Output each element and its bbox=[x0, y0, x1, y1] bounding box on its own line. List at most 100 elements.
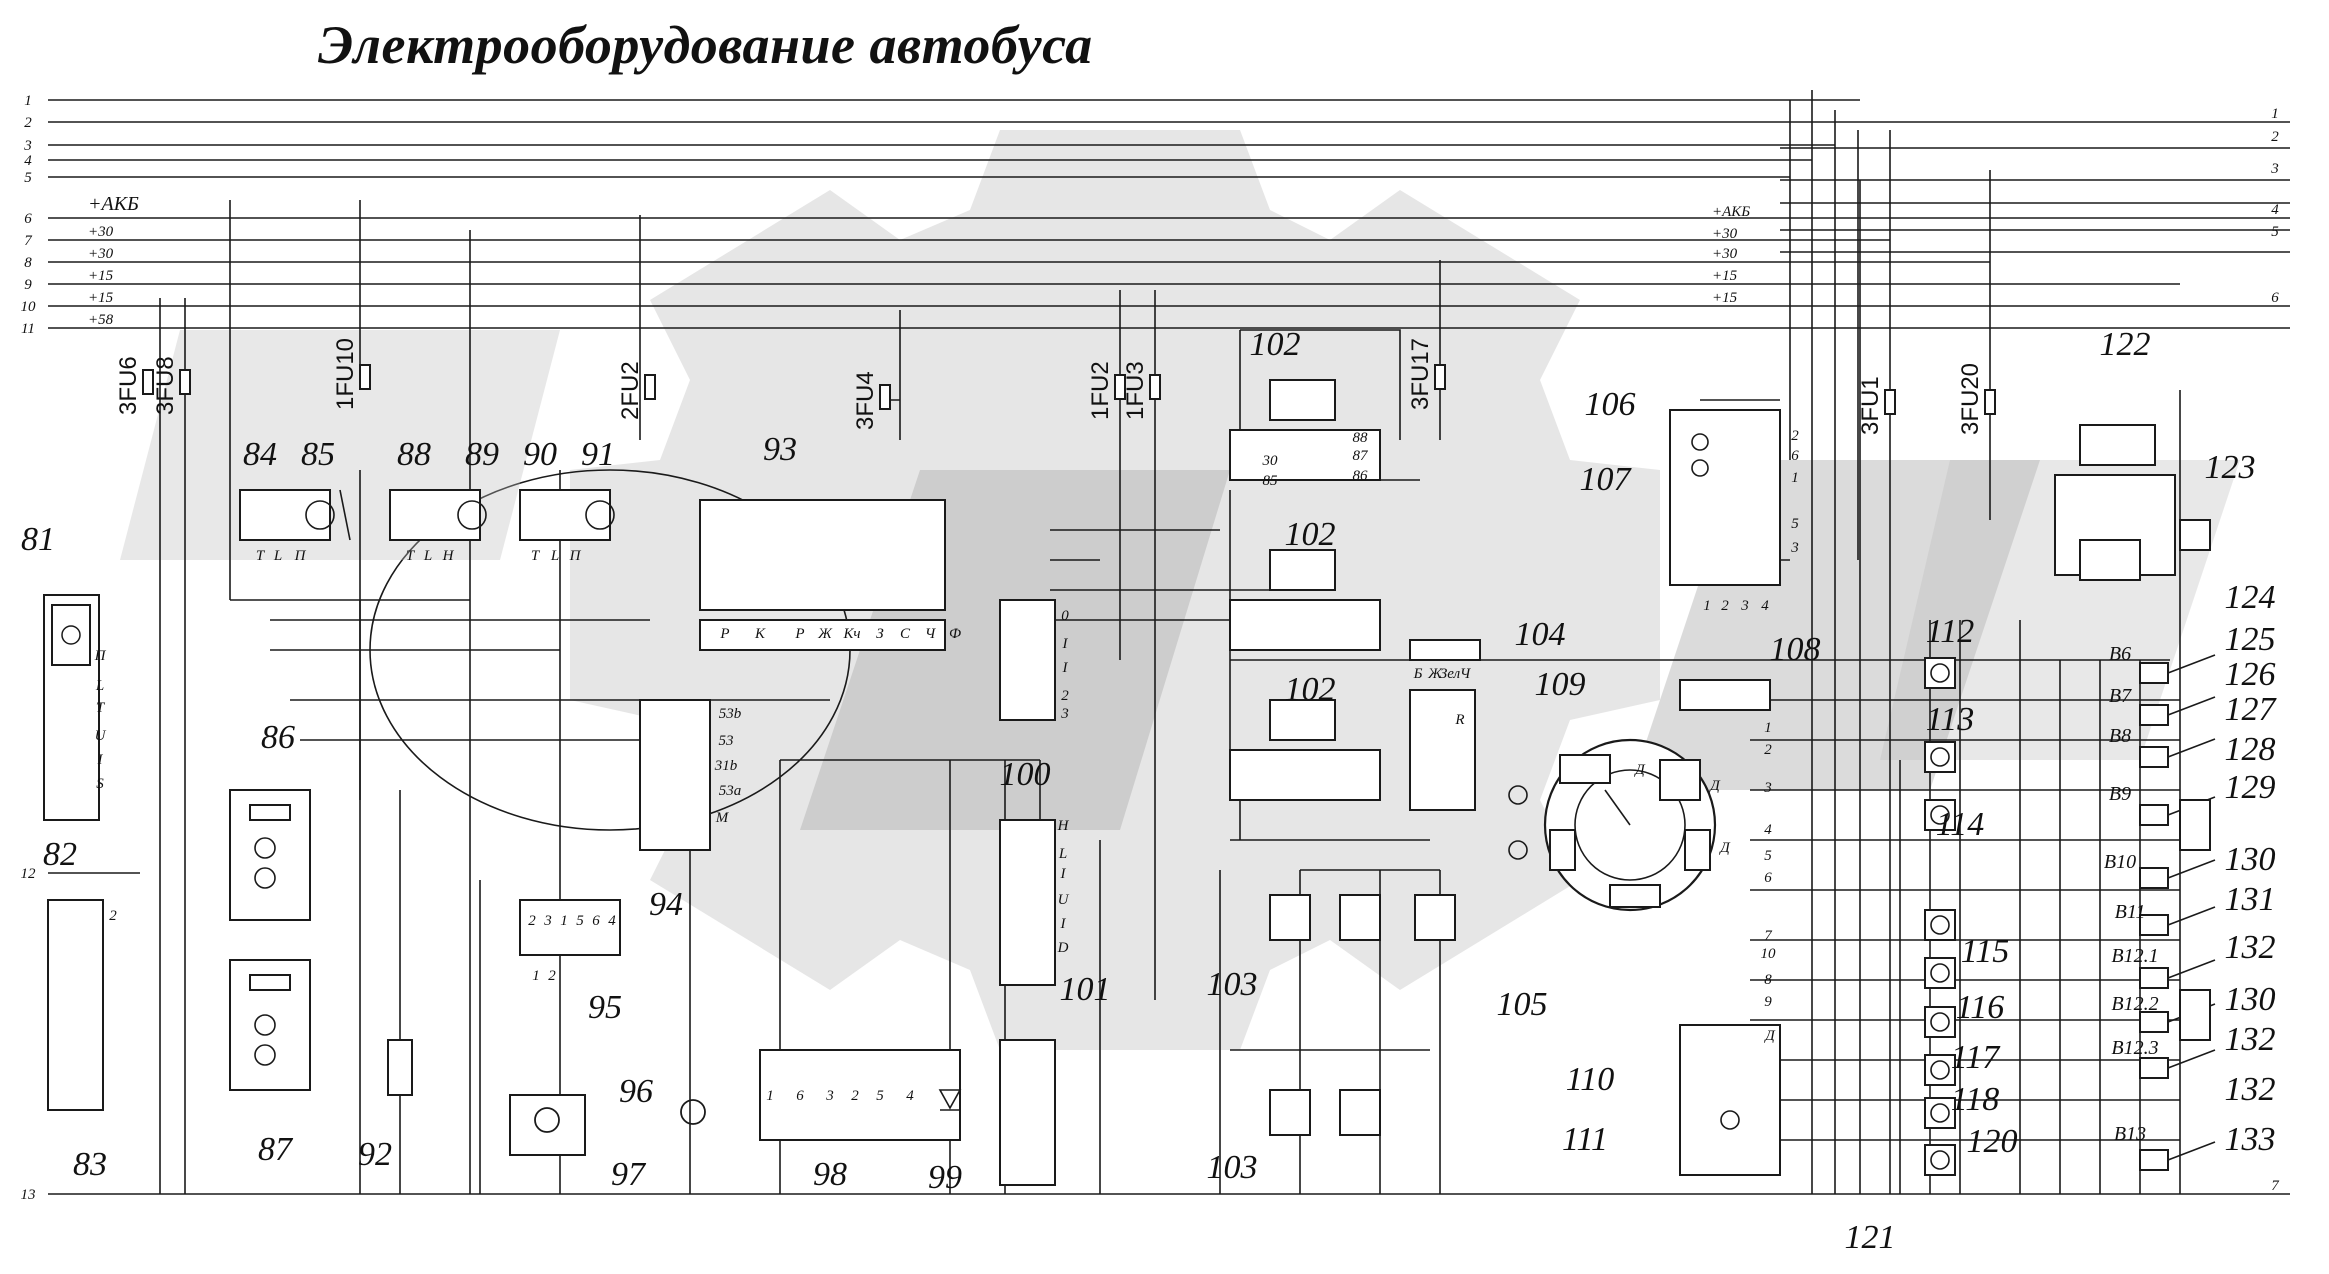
component-94 bbox=[639, 699, 711, 851]
pin-c100: I bbox=[1062, 660, 1069, 676]
sensor-lead bbox=[2167, 959, 2216, 979]
bus-label: +58 bbox=[88, 312, 114, 328]
lamp-box bbox=[1924, 799, 1956, 831]
sensor-lead bbox=[2167, 654, 2216, 674]
component-number: 86 bbox=[261, 719, 295, 756]
component-number: 102 bbox=[1250, 326, 1301, 363]
pin-c98: 4 bbox=[906, 1088, 914, 1104]
fuse-label: 1FU10 bbox=[332, 338, 359, 410]
component-number: 93 bbox=[763, 431, 797, 468]
component-number: 110 bbox=[1566, 1061, 1614, 1098]
bus-number-left: 1 bbox=[24, 93, 32, 109]
component-106-107 bbox=[1669, 409, 1781, 586]
pin-c102: 85 bbox=[1263, 473, 1279, 489]
pin-c109: 5 bbox=[1764, 848, 1772, 864]
component-number: 132 bbox=[2225, 929, 2276, 966]
pin-c109: 2 bbox=[1764, 742, 1772, 758]
fuse-symbol bbox=[879, 384, 891, 410]
lamp-icon bbox=[1930, 915, 1950, 935]
pin-c109: Д bbox=[1633, 762, 1646, 778]
bus-number-left: 2 bbox=[24, 115, 32, 131]
component-83 bbox=[47, 899, 104, 1111]
component-number: 85 bbox=[301, 436, 335, 473]
connector-label: В9 bbox=[2109, 783, 2131, 805]
pin-c100: I bbox=[1062, 636, 1069, 652]
component-number: 102 bbox=[1285, 671, 1336, 708]
bus-label: +15 bbox=[88, 268, 114, 284]
bus-label-mid: +30 bbox=[1712, 226, 1738, 242]
component-number: 81 bbox=[21, 521, 55, 558]
component-number: 98 bbox=[813, 1156, 847, 1193]
pin-c93: Ч bbox=[925, 626, 937, 642]
bus-label: +15 bbox=[88, 290, 114, 306]
bus-number-right: 1 bbox=[2271, 106, 2279, 122]
component-number: 126 bbox=[2225, 656, 2276, 693]
component-number: 92 bbox=[358, 1136, 392, 1173]
connector-label: В12.3 bbox=[2111, 1037, 2158, 1059]
connector-label: В10 bbox=[2104, 851, 2136, 873]
fuse-symbol bbox=[1984, 389, 1996, 415]
pin-c82: П bbox=[94, 648, 107, 664]
component-number: 112 bbox=[1926, 613, 1974, 650]
pin-c104: R bbox=[1454, 712, 1464, 728]
connector-label: В13 bbox=[2114, 1123, 2146, 1145]
lamp-box bbox=[1924, 657, 1956, 689]
pin-c94: 53b bbox=[719, 706, 742, 722]
component-number: 128 bbox=[2225, 731, 2276, 768]
component-105 bbox=[1508, 785, 1528, 860]
component-number: 101 bbox=[1060, 971, 1111, 1008]
bus-label-mid: +АКБ bbox=[1712, 204, 1750, 220]
pin-c109: 6 bbox=[1764, 870, 1772, 886]
pin-c109: 10 bbox=[1761, 946, 1777, 962]
pin-c93: Ж bbox=[817, 626, 833, 642]
component-number: 82 bbox=[43, 836, 77, 873]
diagram-title: Электрооборудование автобуса bbox=[318, 15, 1093, 75]
pin-c88: T bbox=[406, 548, 416, 564]
lamp-box bbox=[1924, 741, 1956, 773]
bus-lines bbox=[48, 99, 2290, 1195]
pin-c84: L bbox=[273, 548, 282, 564]
sensor-body bbox=[2139, 1057, 2169, 1079]
pin-c107: 2 bbox=[1791, 428, 1799, 444]
bus-number-left: 4 bbox=[24, 153, 32, 169]
pin-c88: L bbox=[423, 548, 432, 564]
bus-number-right: 3 bbox=[2270, 161, 2279, 177]
pin-c93: Р bbox=[794, 626, 804, 642]
component-98 bbox=[759, 1049, 961, 1141]
component-92 bbox=[387, 1039, 413, 1096]
fuse-label: 1FU3 bbox=[1122, 361, 1149, 420]
component-129 bbox=[2179, 799, 2211, 1041]
pin-c95: 6 bbox=[592, 913, 600, 929]
indicator-lamps bbox=[1924, 657, 1956, 1176]
component-number: 122 bbox=[2100, 326, 2151, 363]
bus-number-left: 5 bbox=[24, 170, 32, 186]
sensor-lead bbox=[2167, 906, 2216, 926]
component-number: 116 bbox=[1956, 989, 2004, 1026]
component-103 bbox=[1269, 894, 1456, 1136]
pin-c93: Кч bbox=[842, 626, 860, 642]
pin-c104: Ч bbox=[1460, 666, 1472, 682]
component-102 bbox=[1229, 379, 1381, 801]
component-108 bbox=[1679, 679, 1771, 711]
component-number: 111 bbox=[1562, 1121, 1608, 1158]
component-number: 125 bbox=[2225, 621, 2276, 658]
pin-c98: 5 bbox=[876, 1088, 884, 1104]
component-number: 95 bbox=[588, 989, 622, 1026]
component-number: 113 bbox=[1926, 701, 1974, 738]
component-number: 131 bbox=[2225, 881, 2276, 918]
sensor-lead bbox=[2167, 738, 2216, 758]
component-number: 104 bbox=[1515, 616, 1566, 653]
pin-c95: 4 bbox=[608, 913, 616, 929]
pin-c84: T bbox=[256, 548, 266, 564]
sensor-body bbox=[2139, 1149, 2169, 1171]
fuse-label: 3FU1 bbox=[1857, 376, 1884, 435]
pin-c101: I bbox=[1060, 916, 1067, 932]
component-number: 90 bbox=[523, 436, 557, 473]
pin-c98: 6 bbox=[796, 1088, 804, 1104]
bus-label: +30 bbox=[88, 224, 114, 240]
fuse-label: 3FU4 bbox=[852, 371, 879, 430]
component-88-89 bbox=[389, 489, 487, 541]
bus-label-mid: +30 bbox=[1712, 246, 1738, 262]
lamp-box bbox=[1924, 1006, 1956, 1038]
